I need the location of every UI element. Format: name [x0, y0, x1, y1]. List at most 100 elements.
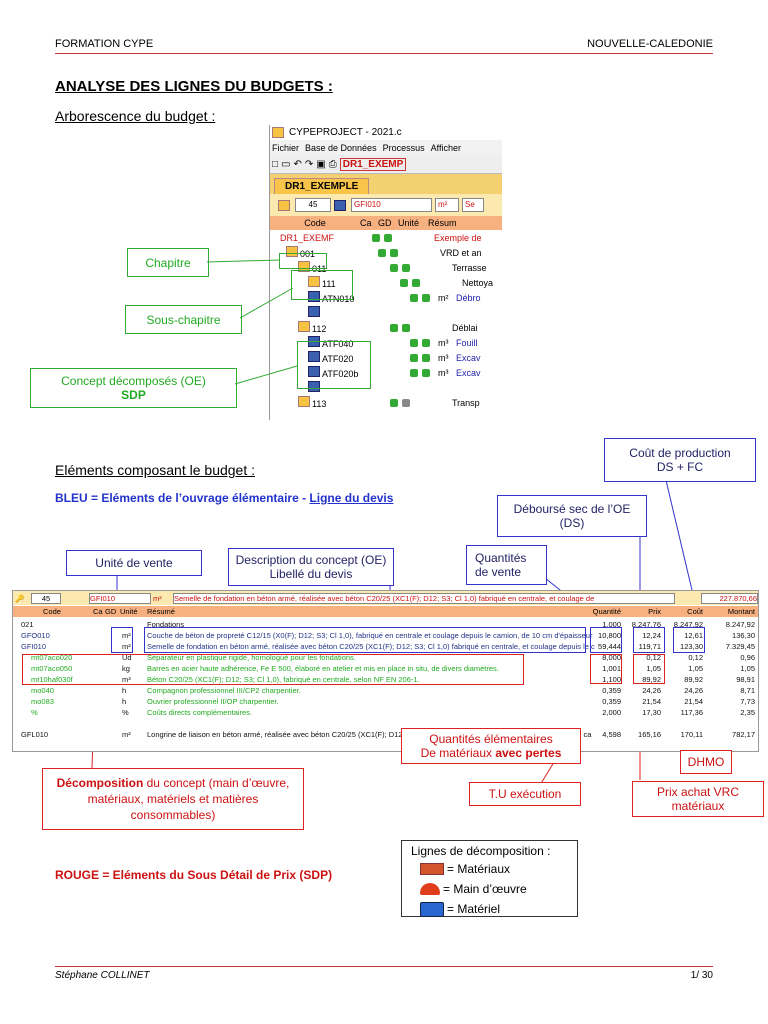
tree-row[interactable]	[270, 305, 502, 320]
doc-tab-button[interactable]: DR1_EXEMP	[339, 157, 407, 171]
tab-dr1-exemple[interactable]: DR1_EXEMPLE	[274, 178, 370, 194]
key-icon	[278, 199, 290, 211]
table-cell-montant: 136,30	[732, 631, 755, 640]
table-cell-prix: 119,71	[638, 642, 661, 651]
col-ca[interactable]: Ca	[360, 218, 372, 228]
table-cell-cout: 89,92	[684, 675, 703, 684]
legend-item-materiel: = Matériel	[420, 898, 577, 920]
table-cell-desc: Séparateur en plastique rigide, homologu…	[147, 653, 356, 662]
table-cell-montant: 1,05	[740, 664, 755, 673]
tree-row[interactable]	[270, 380, 502, 395]
col-resume[interactable]: Résum	[428, 218, 457, 228]
table-cell-prix: 165,16	[638, 730, 661, 739]
table-cell-desc: Ouvrier professionnel II/OP charpentier.	[147, 697, 279, 706]
table-cell-code: mt07aco020	[31, 653, 73, 662]
page-title: ANALYSE DES LIGNES DU BUDGETS :	[55, 78, 333, 95]
col-gd[interactable]: GD	[378, 218, 392, 228]
header-rule	[55, 53, 713, 54]
table-cell-code: mt10haf030f	[31, 675, 73, 684]
folder-icon	[298, 321, 310, 332]
table-cell-qty: 2,000	[602, 708, 621, 717]
app-icon	[272, 127, 284, 138]
code-field[interactable]: GFI010	[351, 198, 432, 212]
table-cell-cout: 21,54	[684, 697, 703, 706]
table-cell-cout: 1,05	[688, 664, 703, 673]
redo-icon[interactable]: ↷	[304, 158, 314, 170]
callout-dhmo: DHMO	[680, 750, 732, 774]
save-icon[interactable]: ▣	[316, 158, 326, 170]
num-field[interactable]: 45	[295, 198, 331, 212]
highlight-cout	[673, 627, 705, 653]
menu-processus[interactable]: Processus	[382, 142, 425, 153]
folder-icon	[286, 246, 298, 257]
blue-legend: BLEU = Eléments de l’ouvrage élémentaire…	[55, 491, 394, 505]
section-tree-heading: Arborescence du budget :	[55, 108, 216, 124]
callout-cout-production: Coût de production DS + FC	[604, 438, 756, 482]
print-icon[interactable]: ⎙	[328, 158, 337, 170]
callout-chapitre: Chapitre	[127, 248, 209, 277]
menu-fichier[interactable]: Fichier	[272, 142, 300, 153]
col-code[interactable]: Code	[304, 218, 326, 228]
table-cell-code: GFO010	[21, 631, 50, 640]
extra-field[interactable]: Se	[462, 198, 484, 212]
menu-afficher[interactable]: Afficher	[430, 142, 461, 153]
unit-field[interactable]: m²	[435, 198, 459, 212]
table-cell-desc: Semelle de fondation en béton armé, réal…	[147, 642, 595, 651]
document-tabbar: DR1_EXEMPLE	[270, 174, 502, 194]
callout-description: Description du concept (OE) Libellé du d…	[228, 548, 394, 586]
folder-icon	[298, 396, 310, 407]
table-cell-cout: 117,36	[680, 708, 703, 717]
table-row[interactable]	[13, 718, 758, 729]
section-elements-heading: Eléments composant le budget :	[55, 462, 256, 478]
table-cell-montant: 2,35	[740, 708, 755, 717]
concept-icon	[308, 291, 320, 302]
callout-concept: Concept décomposés (OE) SDP	[30, 368, 237, 408]
col-unite[interactable]: Unité	[398, 218, 420, 228]
tree-column-header: Code Ca GD Unité Résum	[270, 216, 502, 230]
table-cell-cout: 123,30	[680, 642, 703, 651]
table-input-row: 🔑 45 GFI010 m² Semelle de fondation en b…	[13, 591, 758, 605]
new-icon[interactable]: □	[272, 158, 279, 170]
table-cell-code: 021	[21, 620, 34, 629]
concept-icon	[308, 381, 320, 392]
highlight-prix	[633, 627, 665, 653]
table-cell-qty: 4,598	[602, 730, 621, 739]
callout-unite-vente: Unité de vente	[66, 550, 202, 576]
table-cell-qty: 1,100	[602, 675, 621, 684]
footer-rule	[55, 966, 713, 967]
concept-icon	[308, 366, 320, 377]
undo-icon[interactable]: ↶	[293, 158, 302, 170]
table-cell-qty: 59,444	[598, 642, 621, 651]
table-cell-qty: 1,001	[602, 664, 621, 673]
red-legend: ROUGE = Eléments du Sous Détail de Prix …	[55, 868, 333, 882]
concept-icon	[334, 199, 346, 211]
highlight-prix-elem	[633, 654, 665, 684]
table-cell-unit: m²	[122, 631, 131, 640]
table-cell-prix: 17,30	[642, 708, 661, 717]
table-cell-prix: 24,26	[642, 686, 661, 695]
callout-sous-chapitre: Sous-chapitre	[125, 305, 242, 334]
table-cell-montant: 782,17	[732, 730, 755, 739]
table-cell-montant: 8,71	[740, 686, 755, 695]
table-cell-unit: kg	[122, 664, 130, 673]
open-icon[interactable]: ▭	[281, 158, 291, 170]
menu-base-donnees[interactable]: Base de Données	[305, 142, 377, 153]
